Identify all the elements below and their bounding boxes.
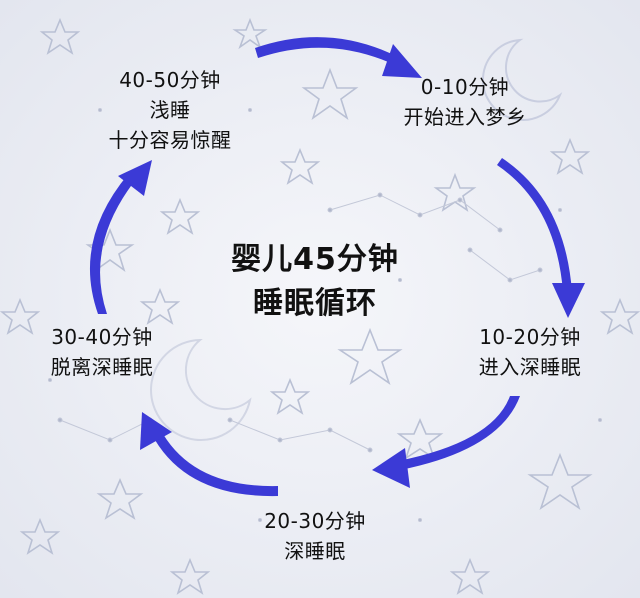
stage-20-30: 20-30分钟 深睡眠	[235, 506, 395, 566]
stage-40-50: 40-50分钟 浅睡 十分容易惊醒	[75, 65, 265, 155]
stage-desc: 浅睡	[149, 98, 191, 122]
moon-icon	[150, 338, 252, 441]
center-title: 婴儿45分钟 睡眠循环	[190, 238, 440, 326]
cycle-arrow-icon	[372, 448, 410, 488]
cycle-arrow-icon	[89, 172, 137, 314]
constellation-icon	[48, 108, 602, 522]
stage-time: 40-50分钟	[119, 68, 221, 92]
stage-time: 20-30分钟	[264, 509, 366, 533]
cycle-arrow-icon	[140, 412, 172, 450]
cycle-arrow-icon	[497, 158, 572, 292]
cycle-arrow-icon	[155, 434, 278, 497]
stage-time: 30-40分钟	[51, 325, 153, 349]
star-icon	[0, 17, 640, 595]
stage-30-40: 30-40分钟 脱离深睡眠	[22, 322, 182, 382]
stage-0-10: 0-10分钟 开始进入梦乡	[380, 72, 550, 132]
cycle-arrow-icon	[255, 37, 400, 66]
stage-desc: 脱离深睡眠	[50, 355, 154, 379]
cycle-arrow-icon	[552, 283, 585, 318]
stage-time: 0-10分钟	[420, 75, 510, 99]
stage-desc: 深睡眠	[284, 539, 346, 563]
stage-desc: 进入深睡眠	[478, 355, 582, 379]
stage-10-20: 10-20分钟 进入深睡眠	[450, 322, 610, 382]
stage-desc: 开始进入梦乡	[403, 105, 527, 129]
stage-time: 10-20分钟	[479, 325, 581, 349]
cycle-arrow-icon	[398, 396, 520, 470]
cycle-arrow-icon	[382, 44, 422, 78]
cycle-arrow-icon	[118, 160, 152, 196]
title-line-1: 婴儿45分钟	[231, 242, 399, 277]
stage-desc-2: 十分容易惊醒	[108, 128, 232, 152]
title-line-2: 睡眠循环	[253, 286, 377, 321]
moon-icon	[482, 38, 563, 121]
